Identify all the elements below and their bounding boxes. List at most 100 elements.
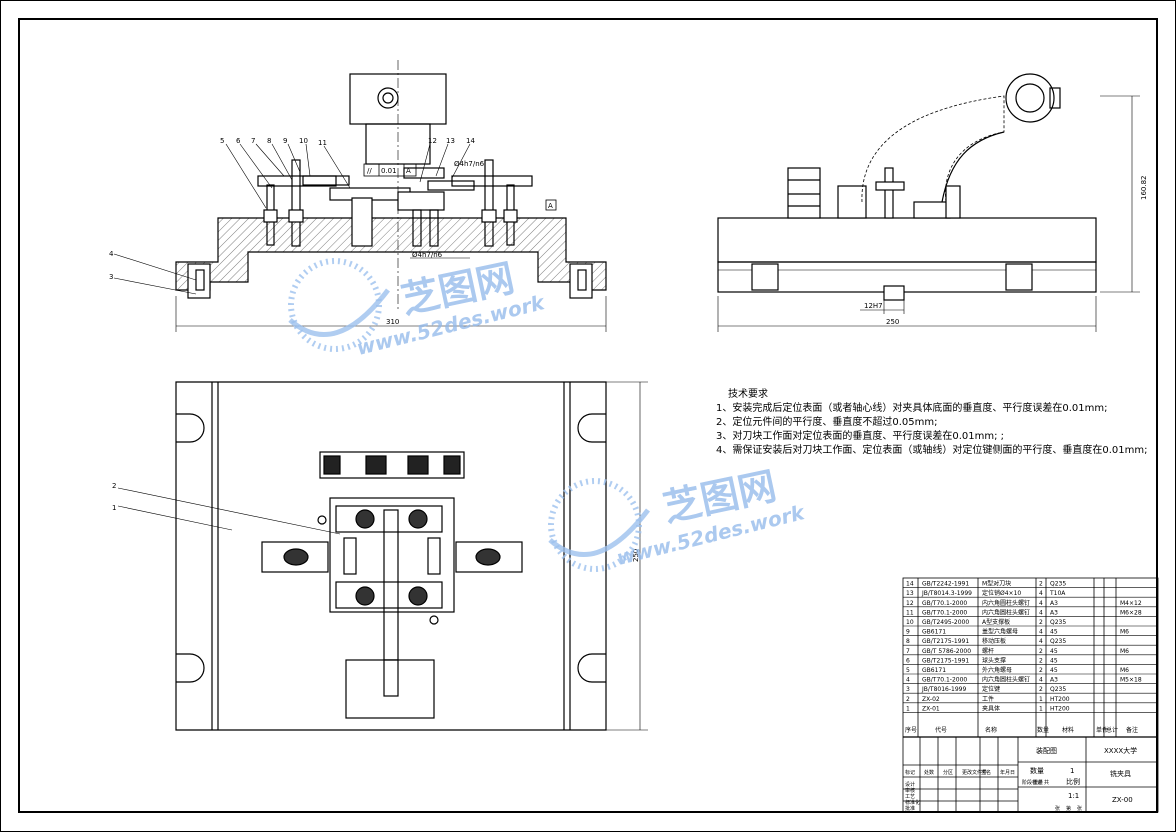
bom-cell-qty: 4 — [1039, 600, 1043, 607]
drawing-name: 装配图 — [1036, 746, 1057, 755]
bom-cell-name: 球头支撑 — [982, 656, 1006, 664]
bom-header-name: 名称 — [985, 726, 997, 734]
bom-cell-mat: Q235 — [1050, 581, 1066, 588]
scale-value: 1:1 — [1068, 792, 1079, 800]
title-block-label: 阶段标记 — [1022, 779, 1042, 786]
bom-cell-mat: 45 — [1050, 657, 1058, 664]
bom-header-note: 备注 — [1126, 726, 1138, 734]
bom-cell-no: 7 — [906, 648, 910, 655]
title-block-label: 分区 — [943, 769, 953, 776]
key-fit-12h7: 12H7 — [864, 302, 883, 310]
dim-250-side: 250 — [886, 318, 899, 326]
bom-cell-code: ZX-01 — [922, 705, 940, 712]
bom-cell-no: 4 — [906, 677, 910, 684]
bom-cell-mat: A3 — [1050, 609, 1058, 616]
bom-cell-qty: 2 — [1039, 667, 1043, 674]
bom-cell-no: 9 — [906, 629, 910, 636]
callout-1: 1 — [112, 504, 116, 512]
bom-cell-no: 8 — [906, 638, 910, 645]
tolerance-symbol: // — [367, 167, 372, 175]
bom-cell-mat: T10A — [1049, 590, 1066, 597]
bom-header-mat: 材料 — [1062, 726, 1074, 734]
bom-cell-no: 14 — [906, 581, 914, 588]
title-block-label: 张 — [1077, 805, 1082, 812]
bom-cell-mat: HT200 — [1050, 696, 1070, 703]
title-block-label: 工艺 — [905, 794, 915, 800]
bom-cell-note: M6 — [1120, 667, 1129, 674]
bom-cell-name: 移动压板 — [982, 637, 1006, 645]
datum-a: A — [548, 202, 553, 210]
tolerance-value: 0.01 — [381, 167, 397, 175]
bom-cell-name: 夹具体 — [982, 704, 1000, 712]
bom-cell-note: M6 — [1120, 648, 1129, 655]
bom-cell-mat: Q235 — [1050, 686, 1066, 693]
bom-cell-name: 外六角螺母 — [982, 666, 1012, 674]
bom-cell-name: 内六角圆柱头螺钉 — [982, 599, 1030, 607]
bom-cell-qty: 1 — [1039, 696, 1043, 703]
bom-cell-qty: 2 — [1039, 581, 1043, 588]
bom-cell-qty: 4 — [1039, 609, 1043, 616]
bom-grid — [902, 577, 1159, 813]
title-block-label: 共 — [1044, 779, 1049, 786]
callout-9: 9 — [283, 137, 287, 145]
inner-border — [18, 18, 1158, 813]
bom-header-no: 序号 — [905, 726, 917, 734]
plan-view-labels: 2 1 250 — [112, 482, 640, 562]
bom-cell-code: GB/T2495-2000 — [922, 619, 969, 626]
dim-310: 310 — [386, 318, 399, 326]
callout-13: 13 — [446, 137, 455, 145]
title-block-label: 审核 — [905, 787, 915, 794]
bom-cell-code: ZX-02 — [922, 696, 940, 703]
bom-cell-no: 10 — [906, 619, 914, 626]
bom-cell-note: M5×18 — [1120, 677, 1142, 684]
callout-5: 5 — [220, 137, 224, 145]
bom-cell-no: 3 — [906, 686, 910, 693]
dim-160-82: 160.82 — [1140, 176, 1148, 201]
title-block-label: 批准 — [905, 805, 915, 812]
bom-cell-name: 内六角圆柱头螺钉 — [982, 608, 1030, 616]
bom-cell-qty: 1 — [1039, 705, 1043, 712]
bom-header-unit: 单件 — [1096, 726, 1108, 734]
bom-cell-no: 1 — [906, 705, 910, 712]
bom-header-code: 代号 — [935, 726, 947, 734]
bom-cell-name: 盖型六角螺母 — [982, 628, 1018, 636]
watermark-globe-1 — [288, 258, 390, 352]
org-name: XXXX大学 — [1104, 746, 1137, 755]
bom-cell-mat: Q235 — [1050, 638, 1066, 645]
bom-cell-name: 内六角圆柱头螺钉 — [982, 676, 1030, 684]
callout-3: 3 — [109, 273, 113, 281]
title-block-label: 标记 — [905, 769, 915, 776]
title-block-label: 第 — [1066, 805, 1071, 812]
fit-top: Ø4h7/n6 — [454, 160, 485, 168]
callout-7: 7 — [251, 137, 255, 145]
bom-cell-name: 定位键 — [982, 685, 1000, 693]
side-view-labels: 160.82 250 12H7 — [864, 176, 1148, 327]
bom-cell-mat: 45 — [1050, 667, 1058, 674]
title-block: 装配图 XXXX大学 数量 1 铣夹具 比例 1:1 ZX-00 — [1030, 746, 1137, 804]
title-block-label: 重量 — [1033, 779, 1043, 786]
bom-cell-name: 螺杆 — [982, 647, 994, 655]
callout-4: 4 — [109, 250, 114, 258]
drawing-number: ZX-00 — [1112, 796, 1133, 804]
callout-11: 11 — [318, 139, 327, 147]
bom-cell-no: 2 — [906, 696, 910, 703]
bom-cell-code: JB/T8016-1999 — [921, 686, 966, 693]
title-block-label: 标准化 — [905, 799, 920, 806]
bom-cell-code: GB6171 — [922, 629, 946, 636]
bom-cell-code: GB/T70.1-2000 — [922, 600, 967, 607]
callout-10: 10 — [299, 137, 308, 145]
bom-cell-code: GB/T2175-1991 — [922, 657, 969, 664]
title-block-label: 设计 — [905, 781, 915, 788]
bom-cell-code: GB/T70.1-2000 — [922, 609, 967, 616]
bom-header-total: 总计 — [1106, 726, 1118, 734]
bom-cell-no: 11 — [906, 609, 914, 616]
bom-cell-mat: A3 — [1050, 677, 1058, 684]
callout-6: 6 — [236, 137, 241, 145]
bom-cell-code: JB/T8014.3-1999 — [921, 590, 972, 597]
tech-notes-title: 技术要求 — [728, 389, 768, 400]
bom-cell-mat: 45 — [1050, 648, 1058, 655]
bom-cell-code: GB/T70.1-2000 — [922, 677, 967, 684]
front-view — [113, 60, 607, 332]
qty-value: 1 — [1070, 767, 1074, 775]
